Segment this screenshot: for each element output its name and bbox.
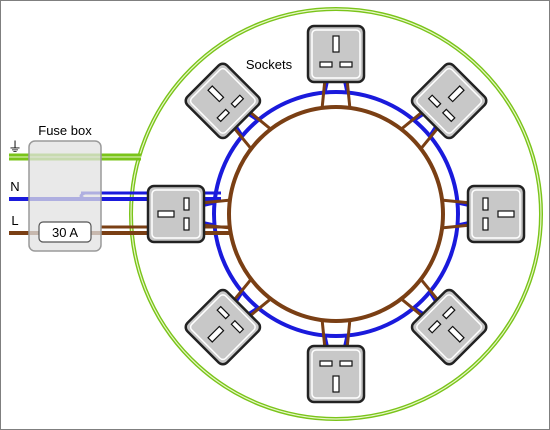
socket-live-pin-slot	[441, 108, 456, 123]
fuse-box-label: Fuse box	[38, 123, 92, 138]
socket-faceplate	[306, 344, 366, 404]
socket-faceplate	[410, 288, 488, 366]
socket-outlet	[410, 288, 488, 366]
socket-earth-pin-slot	[332, 35, 340, 53]
socket-faceplate	[184, 62, 262, 140]
socket-earth-pin-slot	[497, 210, 515, 218]
live-ring	[227, 105, 445, 323]
socket-earth-pin-slot	[157, 210, 175, 218]
socket-outlet	[410, 62, 488, 140]
socket-outlet	[306, 344, 366, 404]
sockets-group	[146, 24, 526, 404]
socket-faceplate	[466, 184, 526, 244]
socket-faceplate	[146, 184, 206, 244]
socket-earth-pin-slot	[207, 85, 225, 103]
fuse-30a	[38, 221, 92, 243]
earth-symbol-icon: ⏚	[8, 139, 22, 155]
socket-live-pin-slot	[216, 305, 231, 320]
socket-neutral-pin-slot	[216, 108, 231, 123]
socket-live-pin-slot	[482, 217, 489, 231]
socket-outlet	[306, 24, 366, 84]
fuse-box: 30 A	[28, 140, 102, 252]
socket-outlet	[466, 184, 526, 244]
socket-neutral-pin-slot	[339, 360, 353, 367]
socket-outlet	[184, 288, 262, 366]
socket-live-pin-slot	[339, 61, 353, 68]
fuse-rating-label: 30 A	[52, 225, 78, 240]
neutral-label: N	[10, 179, 19, 194]
socket-faceplate	[306, 24, 366, 84]
socket-earth-pin-slot	[332, 375, 340, 393]
sockets-label: Sockets	[246, 57, 293, 72]
socket-outlet	[184, 62, 262, 140]
socket-neutral-pin-slot	[183, 217, 190, 231]
socket-neutral-pin-slot	[319, 61, 333, 68]
neutral-ring	[212, 90, 460, 338]
socket-neutral-pin-slot	[427, 94, 442, 109]
socket-live-pin-slot	[427, 319, 442, 334]
earth-ring	[129, 7, 543, 421]
socket-neutral-pin-slot	[482, 197, 489, 211]
socket-earth-pin-slot	[447, 85, 465, 103]
socket-live-pin-slot	[319, 360, 333, 367]
socket-live-pin-slot	[230, 94, 245, 109]
socket-neutral-pin-slot	[441, 305, 456, 320]
socket-outlet	[146, 184, 206, 244]
socket-neutral-pin-slot	[230, 319, 245, 334]
socket-earth-pin-slot	[207, 325, 225, 343]
socket-faceplate	[410, 62, 488, 140]
socket-faceplate	[184, 288, 262, 366]
socket-live-pin-slot	[183, 197, 190, 211]
socket-earth-pin-slot	[447, 325, 465, 343]
live-label: L	[11, 213, 18, 228]
